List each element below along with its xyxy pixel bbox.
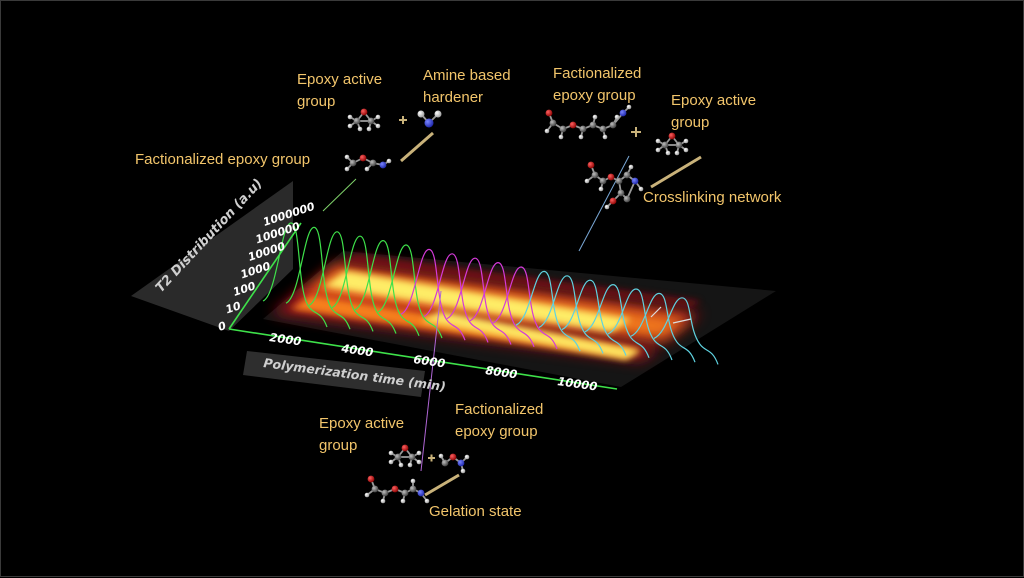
plus-signs: [399, 116, 641, 462]
curve-trace: [308, 231, 374, 332]
pointer-line-left: [322, 178, 357, 212]
gelation-molecule: [364, 475, 430, 504]
arrow-top-right: [650, 155, 702, 189]
arrow-bottom: [424, 473, 460, 497]
epoxy-molecule-bottom: [388, 444, 422, 468]
curve-trace: [400, 248, 466, 341]
curve-trace: [285, 226, 351, 330]
curve-trace: [584, 283, 650, 359]
x-axis-panel: [243, 351, 425, 397]
pointer-lines: [322, 131, 702, 497]
y-tick-label: 0: [216, 319, 228, 334]
label-functionalized-epoxy-top-right: Factionalized epoxy group: [553, 65, 642, 104]
curve-trace: [469, 261, 535, 348]
functionalized-molecule-top-left: [344, 154, 392, 172]
label-amine-hardener: Amine based hardener: [423, 67, 511, 106]
t2-curves: [262, 222, 719, 365]
plus-icon: [428, 454, 435, 462]
curve-trace: [446, 257, 512, 345]
curve-trace: [630, 292, 696, 363]
y-axis-line: [228, 222, 302, 330]
plus-icon: [631, 127, 641, 137]
curve-trace: [607, 288, 673, 361]
arrow-top-left: [400, 131, 434, 163]
curve-trace: [262, 222, 328, 328]
label-epoxy-active-top-right: Epoxy active group: [671, 92, 757, 131]
curve-trace: [354, 239, 420, 337]
x-tick-label: 8000: [485, 363, 519, 381]
label-gelation-state: Gelation state: [429, 503, 522, 520]
curve-trace: [492, 266, 558, 350]
curve-trace: [423, 253, 489, 343]
curve-trace: [515, 270, 581, 352]
label-functionalized-epoxy-bottom: Factionalized epoxy group: [455, 401, 544, 440]
functionalized-molecule-bottom-small: [438, 453, 470, 474]
plus-icon: [399, 116, 407, 124]
molecule-models: [344, 104, 689, 504]
x-axis-line: [228, 328, 618, 390]
label-crosslinking-network: Crosslinking network: [643, 189, 782, 206]
label-epoxy-active-top-left: Epoxy active group: [297, 71, 383, 110]
epoxy-molecule-top-left: [347, 108, 381, 132]
curve-trace: [561, 279, 627, 356]
curve-trace: [377, 244, 443, 339]
axes: [228, 222, 618, 390]
curve-dash: [650, 306, 662, 318]
curve-dash: [672, 318, 692, 324]
epoxy-molecule-top-right: [655, 132, 689, 156]
y-tick-label: 10: [224, 299, 243, 316]
functionalized-molecule-top-right: [544, 104, 632, 140]
crosslinked-molecule: [584, 161, 644, 210]
label-epoxy-active-bottom: Epoxy active group: [319, 415, 405, 454]
curve-trace: [538, 275, 604, 354]
x-tick-label: 2000: [269, 330, 303, 348]
heatmap-bands: [271, 253, 701, 361]
label-functionalized-epoxy-top-left: Factionalized epoxy group: [135, 151, 311, 168]
pointer-line-right: [578, 155, 630, 252]
x-tick-label: 6000: [413, 352, 447, 370]
pointer-line-bottom: [420, 290, 442, 472]
amine-molecule: [417, 110, 442, 128]
curve-trace: [331, 235, 397, 334]
x-tick-label: 4000: [340, 341, 375, 359]
curve-trace: [653, 297, 719, 365]
x-tick-label: 10000: [557, 374, 599, 393]
x-tick-labels: 2000 4000 6000 8000 10000: [269, 330, 599, 393]
